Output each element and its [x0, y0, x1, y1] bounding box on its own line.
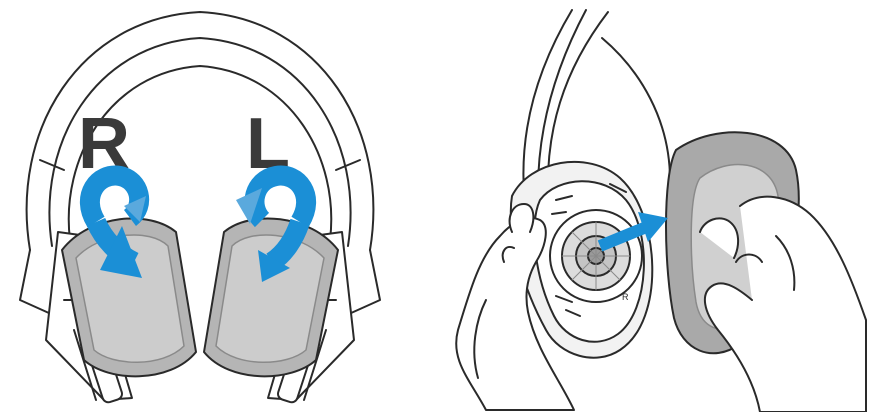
right-ear-cushion	[62, 218, 196, 376]
headset-side-view: R	[456, 10, 866, 412]
svg-text:R: R	[622, 292, 629, 302]
hand-pulling-cushion	[700, 197, 866, 412]
left-ear-cushion	[204, 218, 338, 376]
headset-front-view	[20, 12, 380, 404]
